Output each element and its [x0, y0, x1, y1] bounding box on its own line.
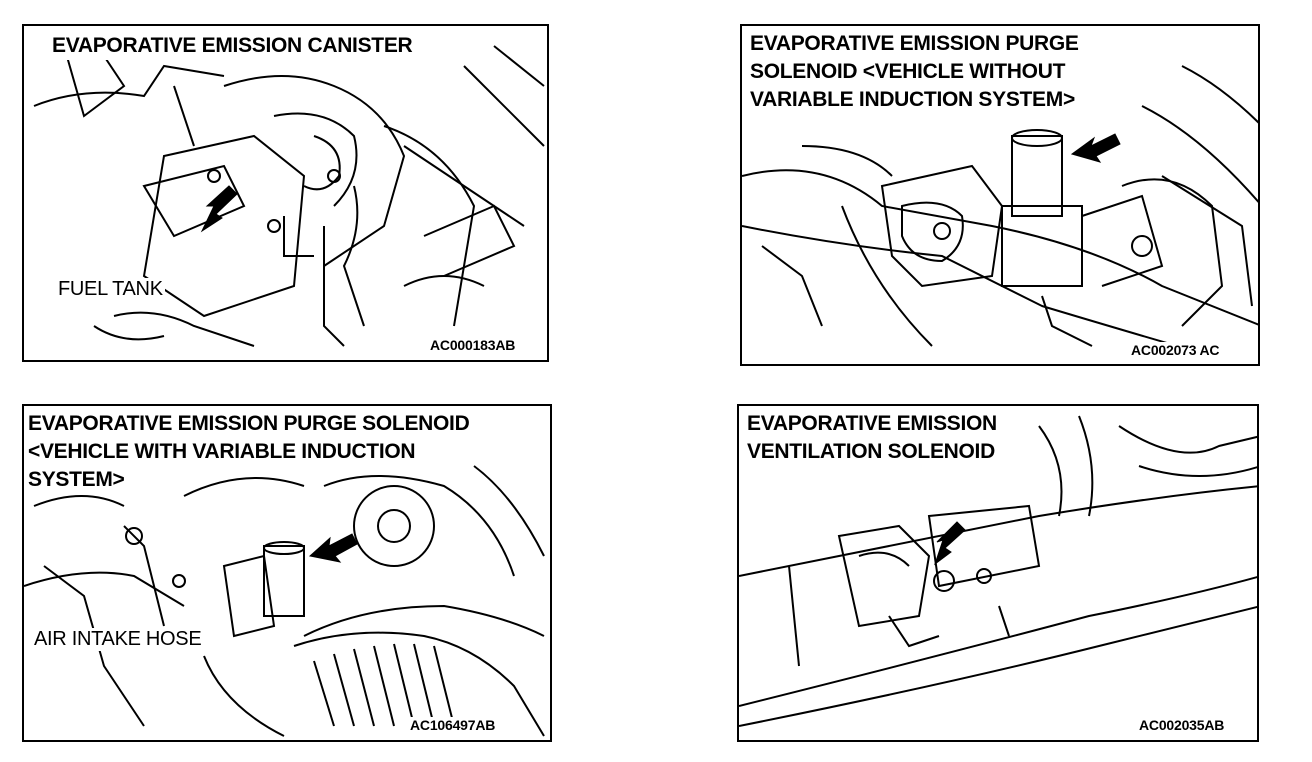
ventilation-solenoid-drawing — [739, 415, 1257, 727]
arrow-pointer-icon — [934, 521, 966, 566]
panel-canister: EVAPORATIVE EMISSION CANISTER FUEL TANK … — [22, 24, 549, 362]
air-intake-hose-label: AIR INTAKE HOSE — [32, 628, 204, 651]
figure-code: AC000183AB — [428, 337, 518, 353]
panel-purge-without-vis: EVAPORATIVE EMISSION PURGE SOLENOID <VEH… — [740, 24, 1260, 366]
purge-solenoid-drawing — [742, 65, 1258, 357]
panel-title: EVAPORATIVE EMISSION CANISTER — [52, 32, 417, 60]
panel-title: EVAPORATIVE EMISSION VENTILATION SOLENOI… — [747, 410, 1001, 466]
fuel-tank-label: FUEL TANK — [56, 278, 165, 301]
figure-code: AC106497AB — [408, 717, 498, 733]
canister-drawing — [33, 44, 545, 347]
arrow-pointer-icon — [308, 533, 358, 563]
panel-purge-with-vis: EVAPORATIVE EMISSION PURGE SOLENOID <VEH… — [22, 404, 552, 742]
arrow-pointer-icon — [1070, 133, 1121, 163]
panel-title: EVAPORATIVE EMISSION PURGE SOLENOID <VEH… — [750, 30, 1083, 114]
purge-solenoid-vis-drawing — [24, 465, 545, 737]
panel-title: EVAPORATIVE EMISSION PURGE SOLENOID <VEH… — [28, 410, 474, 494]
panel-ventilation-solenoid: EVAPORATIVE EMISSION VENTILATION SOLENOI… — [737, 404, 1259, 742]
arrow-pointer-icon — [200, 185, 238, 233]
figure-code: AC002035AB — [1137, 717, 1227, 733]
figure-code: AC002073 AC — [1129, 342, 1222, 358]
